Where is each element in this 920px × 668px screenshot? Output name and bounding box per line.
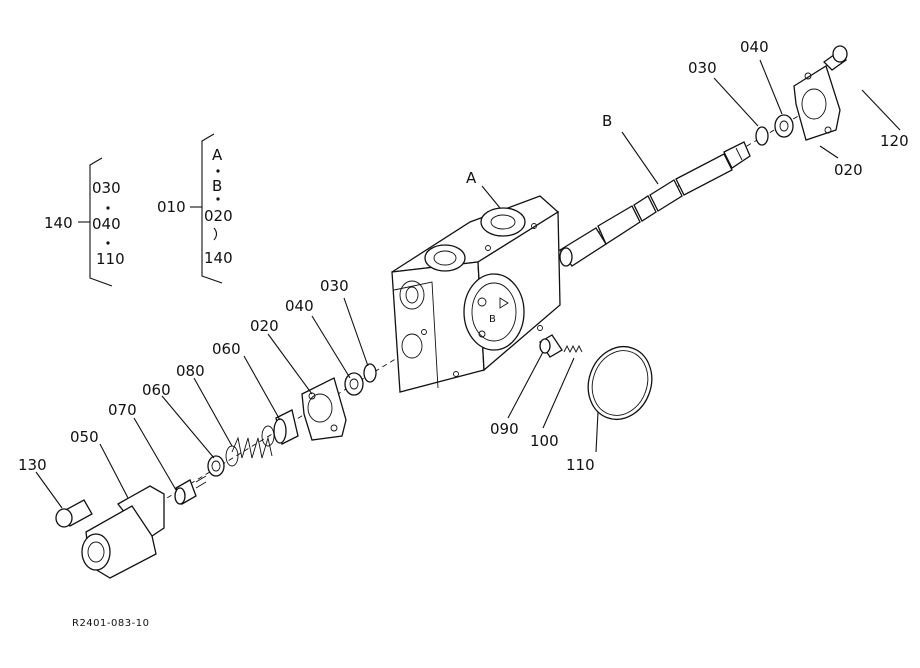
group-140-item-030: 030 <box>92 179 121 197</box>
label-060-a: 060 <box>212 340 241 358</box>
group-010-label: 010 <box>157 198 186 216</box>
group-010-bracket: 010 A B 020 140 <box>157 133 233 284</box>
label-020-top: 020 <box>834 161 863 179</box>
spring-100 <box>563 344 583 354</box>
group-140-item-110: 110 <box>96 250 125 268</box>
reference-code: R2401-083-10 <box>72 618 149 629</box>
label-a-body: A <box>466 169 477 187</box>
seat-060-a <box>273 409 299 445</box>
spring-080 <box>225 425 275 467</box>
stopper-070 <box>174 475 207 505</box>
label-060-b: 060 <box>142 381 171 399</box>
label-020-mid: 020 <box>250 317 279 335</box>
label-130: 130 <box>18 456 47 474</box>
label-090: 090 <box>490 420 519 438</box>
label-030-mid: 030 <box>320 277 349 295</box>
cover-020-left <box>301 377 347 441</box>
check-poppet-090 <box>539 334 563 358</box>
group-140-label: 140 <box>44 214 73 232</box>
group-010-item-020: 020 <box>204 207 233 225</box>
label-050: 050 <box>70 428 99 446</box>
spool <box>559 141 751 267</box>
label-100: 100 <box>530 432 559 450</box>
body-mark-b: B <box>489 314 496 325</box>
label-120: 120 <box>880 132 909 150</box>
cap-050 <box>81 485 165 579</box>
cover-020-right <box>793 65 841 141</box>
label-040-mid: 040 <box>285 297 314 315</box>
label-b-spool: B <box>602 112 612 130</box>
washer-040-left <box>344 372 364 396</box>
oring-110 <box>587 346 653 420</box>
seat-060-b <box>207 455 225 477</box>
oring-030-left <box>363 363 377 383</box>
group-140-item-040: 040 <box>92 215 121 233</box>
bolt-120 <box>822 45 848 71</box>
leader-lines <box>35 59 901 509</box>
group-140-bracket: 140 030 040 110 <box>44 157 125 287</box>
group-010-item-b: B <box>212 177 222 195</box>
label-070: 070 <box>108 401 137 419</box>
washer-040-right <box>774 114 794 138</box>
group-010-item-a: A <box>212 146 223 164</box>
label-040-top: 040 <box>740 38 769 56</box>
group-010-item-140: 140 <box>204 249 233 267</box>
valve-body: B <box>391 195 561 393</box>
label-110: 110 <box>566 456 595 474</box>
bolt-130 <box>55 499 93 528</box>
label-080: 080 <box>176 362 205 380</box>
label-030-top: 030 <box>688 59 717 77</box>
oring-030-right <box>755 126 769 146</box>
